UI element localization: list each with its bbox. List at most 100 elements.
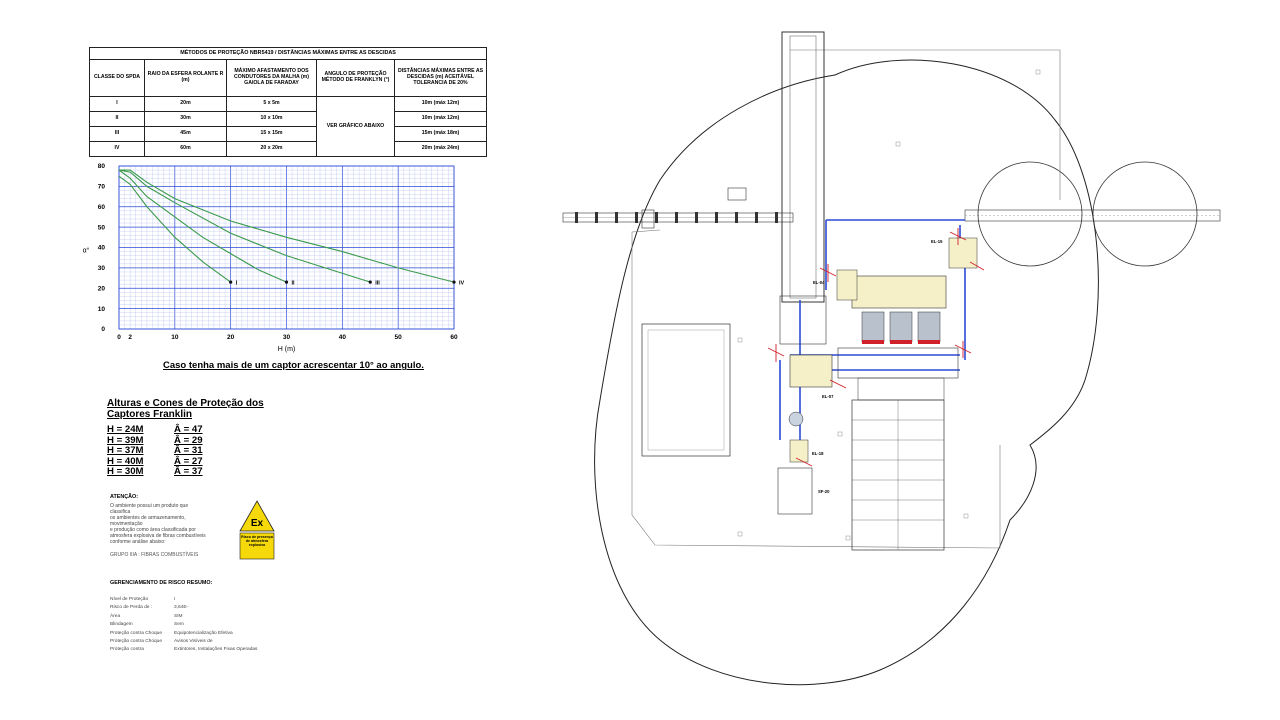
cell-raio: 45m [144,126,227,142]
height-value: H = 40M [107,455,144,467]
series-label: III [375,281,380,287]
list-item: Área SIM [110,614,270,620]
risk-key: Risco de Perda de : [110,605,153,611]
cell-raio: 60m [144,141,227,157]
height-value: H = 37M [107,445,144,457]
risk-key: Nível de Proteção [110,597,149,602]
x-tick-label: 10 [171,334,179,341]
equipment-yellow [789,354,833,388]
cell-descidas: 15m (máx 18m) [393,126,488,142]
attention-group: GRUPO IIIA : FIBRAS COMBUSTÍVEIS [110,552,199,558]
cell-descidas: 10m (máx 12m) [393,96,488,112]
risk-value: SIM [174,613,183,619]
y-tick-label: 80 [98,163,106,170]
table-row: II 30m 10 x 10m 10m (máx 12m) [89,111,488,127]
site-boundary-left [631,229,1001,549]
site-plan-drawing: EL-15 EL-04 EL-07 EL-18 SF-20 [562,31,1221,686]
y-tick-label: 40 [98,245,106,252]
y-tick-label: 60 [98,204,106,211]
risk-value: Extintores, Instalações Fixas Operadas [174,647,258,653]
warning-triangle-icon [239,500,275,532]
header-descidas: DISTÂNCIAS MÁXIMAS ENTRE AS DESCIDAS (m)… [393,59,488,97]
tower-structure [781,31,825,303]
cell-descidas: 10m (máx 12m) [393,111,488,127]
grid-markers [737,69,1041,541]
angle-value: Â = 27 [174,455,203,467]
cell-classe: I [89,96,145,112]
conveyor-left [562,187,794,229]
risk-key: Blindagem [110,622,133,628]
y-tick-label: 0 [101,326,105,333]
list-item: Proteção contra Extintores, Instalações F… [110,647,270,653]
unit-el04 [836,269,858,301]
risk-key: Proteção contra Choque [110,630,162,636]
attention-line: movimentação [110,521,143,527]
cell-malha: 15 x 15m [226,126,317,142]
site-boundary [790,49,1061,200]
series-label: I [236,281,238,287]
series-label: II [292,281,296,287]
label-el04: EL-04 [813,280,825,285]
risk-key: Área [110,613,121,619]
risk-value: I [174,597,176,602]
x-tick-label: 40 [339,334,347,341]
risk-key: Proteção contra Choque [110,638,162,644]
risk-summary: Nível de Proteção I Risco de Perda de : 3,… [110,597,270,656]
attention-line: conforme análise abaixo: [110,539,166,545]
cell-raio: 30m [144,111,227,127]
series-line-iv [119,169,455,283]
risk-title: GERENCIAMENTO DE RISCO RESUMO: [110,580,213,586]
process-block [851,275,947,309]
attention-text: O ambiente possui um produto que classif… [110,503,295,545]
y-tick-label: 20 [98,285,106,292]
y-tick-label: 50 [98,224,106,231]
cell-classe: IV [89,141,145,157]
equipment-top [779,295,827,345]
height-value: H = 24M [107,424,144,435]
y-axis-label: α° [83,247,90,255]
unit-sf20 [777,467,813,515]
chart-note: Caso tenha mais de um captor acrescentar… [163,360,424,371]
spda-methods-table: MÉTODOS DE PROTEÇÃO NBR5419 / DISTÂNCIAS… [88,47,488,157]
risk-value: Sem [174,622,184,628]
angle-value: Â = 47 [174,424,203,435]
tower-inner [789,35,817,299]
risk-key: Proteção contra [110,647,144,653]
series-end-point [284,280,289,284]
lightning-rod-markers [767,228,985,467]
y-tick-label: 10 [98,306,106,313]
ex-caption-box [239,532,275,560]
y-tick-label: 30 [98,265,106,272]
cell-classe: III [89,126,145,142]
cell-raio: 20m [144,96,227,112]
table-row: III 45m 15 x 15m 15m (máx 18m) [89,126,488,142]
series-line-ii [118,169,287,283]
cell-malha: 10 x 10m [226,111,317,127]
series-end-point [229,280,233,284]
protection-zone-outline [594,59,1099,686]
table-title: MÉTODOS DE PROTEÇÃO NBR5419 / DISTÂNCIAS… [88,47,488,60]
risk-value: 3,64E- [174,605,189,611]
x-axis-label: H (m) [278,346,296,353]
warehouse-building [641,323,731,457]
x-tick-label: 2 [128,334,132,341]
table-row: I 20m 5 x 5m VER GRÁFICO ABAIXO 10m (máx… [89,96,488,157]
angle-value: Â = 37 [174,466,203,478]
attention-line: os ambientes de armazenamento, [110,515,186,521]
x-tick-label: 50 [395,334,403,341]
heights-title: Alturas e Cones de Proteção dos Captores… [107,398,264,420]
attention-title: ATENÇÃO: [110,494,139,500]
label-el07: EL-07 [822,394,834,399]
list-item: H = 40M Â = 27 [107,455,227,468]
process-platform [837,347,959,379]
attention-line: O ambiente possui um produto que [110,503,189,509]
header-classe: CLASSE DO SPDA [89,59,145,97]
x-tick-label: 0 [117,334,121,341]
label-sf20: SF-20 [818,489,830,494]
attention-line: atmosfera explosiva de fibras combustíve… [110,533,206,539]
header-malha: MÁXIMO AFASTAMENTO DOS CONDUTORES DA MAL… [226,59,317,97]
table-row: IV 60m 20 x 20m 20m (máx 24m) [89,141,488,157]
